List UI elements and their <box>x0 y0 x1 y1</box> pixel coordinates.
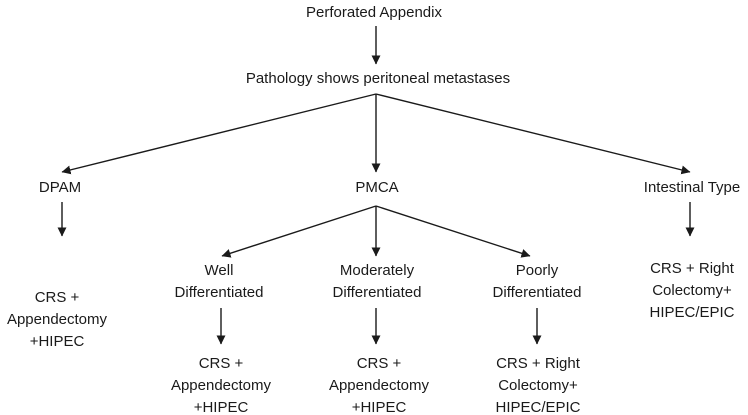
node-text: HIPEC/EPIC <box>649 304 735 321</box>
node-text: Intestinal Type <box>643 179 741 196</box>
node-text: Differentiated <box>174 284 264 301</box>
node-text: Colectomy+ <box>652 282 732 299</box>
node-moderately-differentiated: Moderately Differentiated <box>333 260 422 304</box>
node-well-differentiated: Well Differentiated <box>175 260 264 304</box>
arrow-pathology-to-intestinal <box>375 93 691 175</box>
node-pathology-peritoneal-metastases: Pathology shows peritoneal metastases <box>246 68 510 90</box>
node-dpam: DPAM <box>39 177 81 199</box>
node-text: Well <box>204 262 234 279</box>
node-text: CRS + Right <box>496 355 580 372</box>
arrow-pmca-to-well <box>221 205 377 258</box>
node-poorly-differentiated-treatment: CRS + Right Colectomy+ HIPEC/EPIC <box>495 353 580 415</box>
node-well-differentiated-treatment: CRS + Appendectomy +HIPEC <box>171 353 271 415</box>
node-text: Poorly <box>515 262 559 279</box>
node-text: Differentiated <box>332 284 422 301</box>
arrow-pmca-to-poor <box>375 205 531 258</box>
node-perforated-appendix: Perforated Appendix <box>306 2 442 24</box>
node-text: CRS + <box>34 289 80 306</box>
node-text: PMCA <box>355 179 399 196</box>
node-text: +HIPEC <box>351 399 407 415</box>
node-text: Differentiated <box>492 284 582 301</box>
node-poorly-differentiated: Poorly Differentiated <box>493 260 582 304</box>
node-text: Pathology shows peritoneal metastases <box>245 70 511 87</box>
node-text: CRS + Right <box>650 260 734 277</box>
node-dpam-treatment: CRS + Appendectomy +HIPEC <box>7 287 107 353</box>
node-text: +HIPEC <box>193 399 249 415</box>
node-text: Appendectomy <box>328 377 430 394</box>
node-text: Colectomy+ <box>498 377 578 394</box>
node-text: +HIPEC <box>29 333 85 350</box>
arrow-pathology-to-dpam <box>61 93 377 175</box>
node-pmca: PMCA <box>355 177 398 199</box>
node-text: Appendectomy <box>170 377 272 394</box>
node-text: Appendectomy <box>6 311 108 328</box>
node-text: Moderately <box>339 262 415 279</box>
node-intestinal-treatment: CRS + Right Colectomy+ HIPEC/EPIC <box>649 258 734 324</box>
node-text: HIPEC/EPIC <box>495 399 581 415</box>
node-text: DPAM <box>38 179 82 196</box>
node-text: CRS + <box>198 355 244 372</box>
node-intestinal-type: Intestinal Type <box>644 177 740 199</box>
node-text: CRS + <box>356 355 402 372</box>
node-text: Perforated Appendix <box>306 4 442 21</box>
node-moderately-differentiated-treatment: CRS + Appendectomy +HIPEC <box>329 353 429 415</box>
